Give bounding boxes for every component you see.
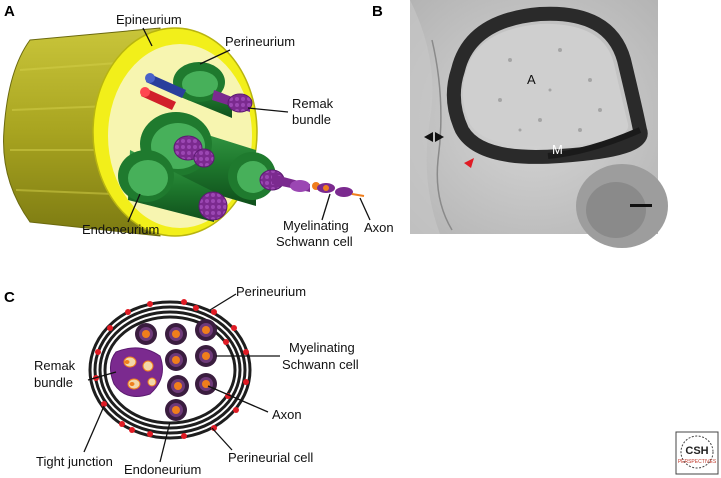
black-arrowhead-1 xyxy=(424,132,433,142)
myelinated-axon xyxy=(272,174,365,197)
myelinated-axon-3 xyxy=(195,319,217,341)
panel-b: B A M xyxy=(372,0,668,248)
leader-axon-a xyxy=(359,197,371,221)
label-perineurium-c: Perineurium xyxy=(236,284,306,299)
panel-c: C xyxy=(4,284,359,477)
label-myel-c-2: Schwann cell xyxy=(282,357,359,372)
panel-a: A xyxy=(3,3,394,249)
leader-remak-c xyxy=(87,371,117,381)
myelinated-axon-6 xyxy=(167,375,189,397)
leader-axon-c xyxy=(207,385,269,413)
leader-remak-a xyxy=(247,107,289,113)
leader-myel-a xyxy=(321,193,331,221)
myelinated-axon-5 xyxy=(195,345,217,367)
red-arrowhead xyxy=(464,158,474,168)
leader-perineurium-c xyxy=(209,293,237,311)
label-remak-c-1: Remak xyxy=(34,358,76,373)
label-tight-junction: Tight junction xyxy=(36,454,113,469)
leader-epineurium xyxy=(142,27,153,47)
em-micrograph: A M xyxy=(410,0,668,248)
label-remak-a-1: Remak xyxy=(292,96,334,111)
leader-perineurium-a xyxy=(199,49,231,65)
myelinated-axon-8 xyxy=(165,399,187,421)
label-myel-a-2: Schwann cell xyxy=(276,234,353,249)
label-remak-c-2: bundle xyxy=(34,375,73,390)
logo-sub-text: PERSPECTIVES xyxy=(678,459,717,465)
label-remak-a-2: bundle xyxy=(292,112,331,127)
label-epineurium: Epineurium xyxy=(116,12,182,27)
label-myel-c-1: Myelinating xyxy=(289,340,355,355)
blood-vessels xyxy=(140,73,186,110)
remak-bundle-c xyxy=(110,347,163,397)
logo-main-text: CSH xyxy=(685,445,708,457)
leader-tight-junction xyxy=(83,405,105,453)
remak-bundle-middle xyxy=(173,135,215,168)
em-label-myelin: M xyxy=(552,142,563,157)
label-axon-a: Axon xyxy=(364,220,394,235)
panel-c-letter: C xyxy=(4,289,15,306)
leader-perineurial-cell xyxy=(211,427,233,451)
black-arrowhead-2 xyxy=(435,132,444,142)
myelinated-axons-c xyxy=(135,319,217,421)
em-label-axon: A xyxy=(527,72,536,87)
myelinated-axon-1 xyxy=(135,323,157,345)
label-perineurium-a: Perineurium xyxy=(225,34,295,49)
panel-b-letter: B xyxy=(372,3,383,20)
panel-a-letter: A xyxy=(4,3,15,20)
remak-bundle-top xyxy=(212,90,253,113)
label-endoneurium-a: Endoneurium xyxy=(82,222,159,237)
leader-endoneurium-c xyxy=(159,421,171,463)
label-perineurial-cell: Perineurial cell xyxy=(228,450,313,465)
label-endoneurium-c: Endoneurium xyxy=(124,462,201,477)
myelinated-axon-7 xyxy=(195,373,217,395)
csh-perspectives-logo: CSH PERSPECTIVES xyxy=(675,431,719,475)
label-axon-c: Axon xyxy=(272,407,302,422)
fascicle-bottom xyxy=(118,150,228,222)
label-myel-a-1: Myelinating xyxy=(283,218,349,233)
myelinated-axon-4 xyxy=(165,349,187,371)
leader-endoneurium-a xyxy=(127,193,141,223)
fascicle-top xyxy=(173,62,253,118)
scale-bar xyxy=(630,204,652,207)
myelinated-axon-2 xyxy=(165,323,187,345)
